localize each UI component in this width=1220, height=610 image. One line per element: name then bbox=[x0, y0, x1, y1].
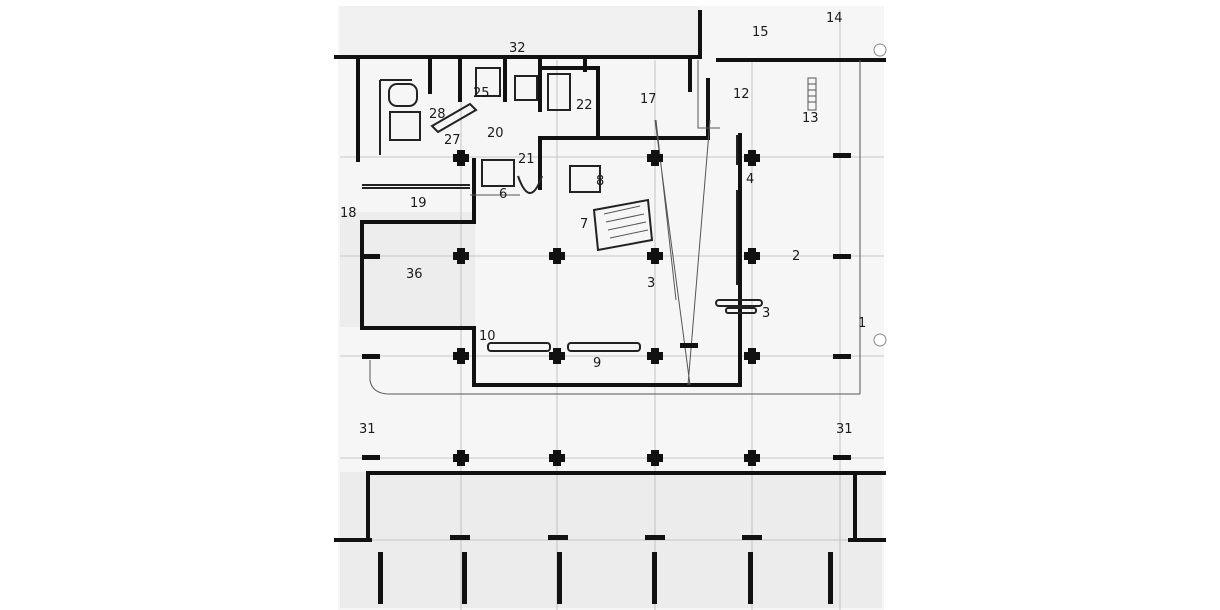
room-label: 19 bbox=[410, 196, 427, 211]
room-label: 15 bbox=[752, 25, 769, 40]
wall-stubs bbox=[362, 153, 851, 540]
room-label: 3 bbox=[647, 276, 655, 291]
room-label: 36 bbox=[406, 267, 423, 282]
room-label: 12 bbox=[733, 87, 750, 102]
room-label: 10 bbox=[479, 329, 496, 344]
room-label: 1 bbox=[858, 316, 866, 331]
room-label: 4 bbox=[746, 172, 754, 187]
room-label: 18 bbox=[340, 206, 357, 221]
room-label: 13 bbox=[802, 111, 819, 126]
room-label: 9 bbox=[593, 356, 601, 371]
top-strip-texture bbox=[340, 6, 700, 56]
structural-grid bbox=[340, 10, 884, 610]
room-label: 25 bbox=[473, 86, 490, 101]
room-label: 17 bbox=[640, 92, 657, 107]
room-labels: 1 2 3 3 4 6 7 8 9 10 12 13 14 15 17 18 1… bbox=[340, 11, 866, 437]
room-label: 3 bbox=[762, 306, 770, 321]
room-label: 7 bbox=[580, 217, 588, 232]
room-label: 31 bbox=[836, 422, 853, 437]
interior-fixtures bbox=[362, 43, 887, 395]
walls bbox=[334, 10, 886, 542]
room-label: 31 bbox=[359, 422, 376, 437]
room-label: 20 bbox=[487, 126, 504, 141]
structural-columns bbox=[453, 150, 760, 466]
room-label: 8 bbox=[596, 174, 604, 189]
room-label: 2 bbox=[792, 249, 800, 264]
room-label: 32 bbox=[509, 41, 526, 56]
bottom-piers bbox=[378, 552, 833, 604]
room-label: 14 bbox=[826, 11, 843, 26]
room-label: 22 bbox=[576, 98, 593, 113]
room-label: 6 bbox=[499, 187, 507, 202]
room-label: 28 bbox=[429, 107, 446, 122]
room-label: 21 bbox=[518, 152, 535, 167]
room-label: 27 bbox=[444, 133, 461, 148]
